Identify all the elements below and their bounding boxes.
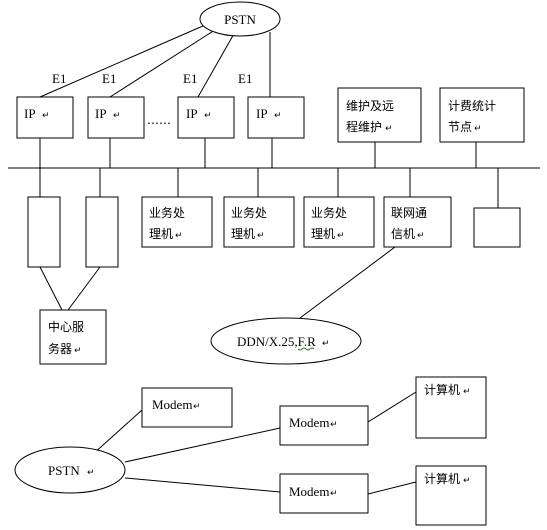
return-mark: ↵ [463, 387, 471, 397]
network-comm-node: 联网通 信机 ↵ [383, 196, 452, 248]
svg-text:业务处: 业务处 [231, 205, 267, 220]
return-mark: ↵ [87, 468, 95, 478]
svg-text:中心服: 中心服 [48, 319, 84, 334]
ip-node-4: IP ↵ [247, 96, 305, 139]
modem-node-3: Modem ↵ [279, 473, 369, 514]
terminal-box [473, 207, 521, 248]
return-mark: ↵ [474, 124, 482, 134]
return-mark: ↵ [175, 231, 183, 241]
return-mark: ↵ [74, 346, 82, 356]
pstn-bottom-node: PSTN ↵ [14, 446, 126, 494]
svg-text:理机: 理机 [149, 227, 173, 241]
return-mark: ↵ [330, 420, 338, 430]
business-processor-1: 业务处 理机 ↵ [141, 196, 213, 248]
svg-text:维护及远: 维护及远 [346, 99, 394, 113]
return-mark: ↵ [42, 111, 50, 121]
svg-text:Modem: Modem [289, 415, 329, 430]
return-mark: ↵ [257, 231, 265, 241]
svg-text:联网通: 联网通 [391, 206, 427, 220]
svg-text:IP: IP [24, 106, 36, 121]
billing-node: 计费统计 节点 ↵ [439, 87, 525, 143]
return-mark: ↵ [417, 231, 425, 241]
return-mark: ↵ [463, 476, 471, 486]
modem-node-2: Modem ↵ [279, 405, 369, 446]
return-mark: ↵ [330, 489, 338, 499]
e1-label-1: E1 [52, 71, 66, 86]
ip-node-2: IP ↵ [87, 96, 145, 139]
server-box-1 [27, 196, 61, 268]
svg-text:PSTN: PSTN [224, 12, 256, 27]
svg-text:IP: IP [256, 106, 268, 121]
svg-text:业务处: 业务处 [311, 205, 347, 220]
central-server-node: 中心服 务器 ↵ [39, 309, 107, 365]
svg-text:计算机: 计算机 [424, 382, 460, 397]
spellcheck-underline [297, 347, 315, 351]
return-mark: ↵ [204, 111, 212, 121]
svg-text:业务处: 业务处 [149, 205, 185, 220]
return-mark: ↵ [337, 231, 345, 241]
business-processor-2: 业务处 理机 ↵ [223, 196, 295, 248]
return-mark: ↵ [193, 402, 201, 412]
e1-label-2: E1 [102, 71, 116, 86]
svg-text:计算机: 计算机 [424, 471, 460, 486]
svg-text:务器: 务器 [48, 341, 72, 356]
svg-text:计费统计: 计费统计 [448, 99, 496, 113]
computer-node-2: 计算机 ↵ [415, 465, 487, 526]
svg-text:程维护: 程维护 [346, 119, 382, 134]
computer-node-1: 计算机 ↵ [415, 376, 487, 439]
business-processor-3: 业务处 理机 ↵ [303, 196, 375, 248]
modem-node-1: Modem ↵ [141, 387, 233, 428]
return-mark: ↵ [385, 124, 393, 134]
e1-label-3: E1 [183, 71, 197, 86]
svg-text:理机: 理机 [311, 227, 335, 241]
server-box-2 [85, 196, 119, 268]
ip-node-3: IP ↵ [177, 96, 235, 139]
svg-text:理机: 理机 [231, 227, 255, 241]
svg-text:IP: IP [186, 106, 198, 121]
ellipsis-dots: …… [147, 113, 171, 127]
svg-text:PSTN: PSTN [48, 463, 80, 478]
return-mark: ↵ [113, 111, 121, 121]
connection-lines [8, 21, 540, 495]
maintenance-node: 维护及远 程维护 ↵ [337, 87, 422, 143]
return-mark: ↵ [274, 111, 282, 121]
svg-text:信机: 信机 [391, 227, 415, 241]
svg-text:Modem: Modem [152, 397, 192, 412]
ip-node-1: IP ↵ [16, 96, 74, 139]
svg-text:DDN/X.25,F.R: DDN/X.25,F.R [237, 334, 316, 349]
pstn-top-node: PSTN [199, 1, 281, 37]
return-mark: ↵ [322, 339, 330, 349]
svg-text:节点: 节点 [448, 120, 472, 134]
svg-text:Modem: Modem [289, 484, 329, 499]
e1-label-4: E1 [238, 71, 252, 86]
ddn-node: DDN/X.25,F.R ↵ [210, 317, 362, 365]
svg-text:IP: IP [95, 106, 107, 121]
